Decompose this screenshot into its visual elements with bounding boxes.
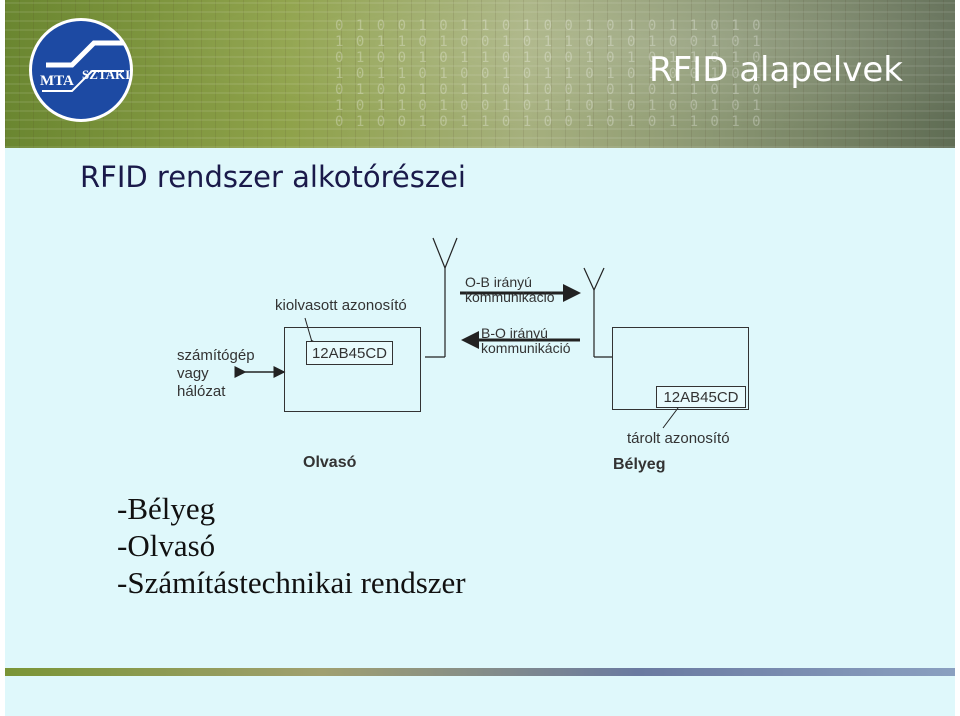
reader-id-box: 12AB45CD <box>306 341 393 365</box>
bo-comm-label: B-O irányú kommunikáció <box>481 326 570 356</box>
tag-antenna-icon <box>584 268 612 357</box>
reader-box <box>284 327 421 412</box>
diagram-graphics <box>5 0 955 716</box>
computer-label-line-1: számítógép <box>177 347 255 365</box>
ob-comm-label-line-2: kommunikáció <box>465 290 554 305</box>
tag-label: Bélyeg <box>613 456 665 474</box>
computer-label-line-3: hálózat <box>177 383 255 401</box>
ob-comm-label-line-1: O-B irányú <box>465 275 554 290</box>
read-id-label: kiolvasott azonosító <box>275 297 407 314</box>
tag-id-box: 12AB45CD <box>656 386 746 408</box>
computer-label: számítógép vagy hálózat <box>177 347 255 401</box>
footer-stripe <box>5 668 955 676</box>
bullet-item: -Számítástechnikai rendszer <box>117 564 466 601</box>
bullet-item: -Olvasó <box>117 527 466 564</box>
reader-antenna-icon <box>425 238 457 357</box>
bo-comm-label-line-2: kommunikáció <box>481 341 570 356</box>
ob-comm-label: O-B irányú kommunikáció <box>465 275 554 305</box>
bullet-item: -Bélyeg <box>117 490 466 527</box>
bo-comm-label-line-1: B-O irányú <box>481 326 570 341</box>
computer-label-line-2: vagy <box>177 365 255 383</box>
stored-id-label: tárolt azonosító <box>627 430 730 447</box>
slide: 0 1 0 0 1 0 1 1 0 1 0 0 1 0 1 0 1 1 0 1 … <box>5 0 955 716</box>
reader-label: Olvasó <box>303 454 356 472</box>
bullet-list: -Bélyeg -Olvasó -Számítástechnikai rends… <box>117 490 466 601</box>
